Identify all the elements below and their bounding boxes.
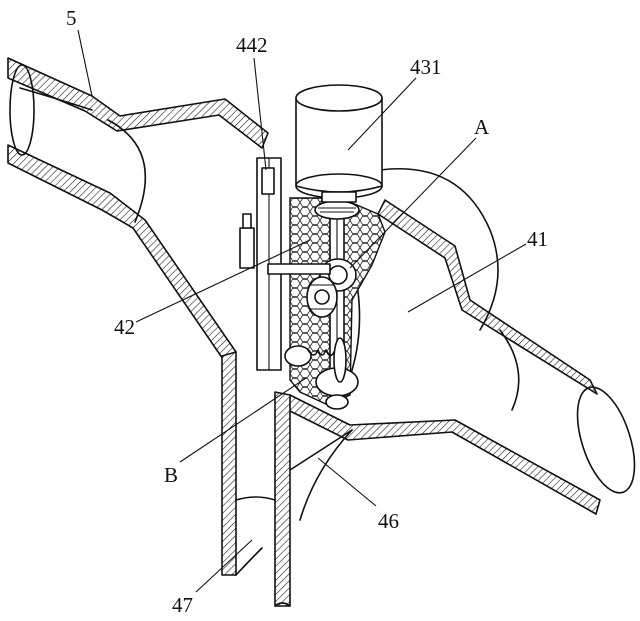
motor-collar bbox=[321, 191, 357, 203]
leader-442 bbox=[253, 57, 267, 171]
valve-body-outline bbox=[379, 168, 499, 331]
duct-right-lower-wall bbox=[283, 394, 601, 515]
main-duct bbox=[7, 57, 636, 515]
outlet-cylinder-curve bbox=[499, 329, 520, 411]
lower-nut bbox=[325, 394, 349, 410]
bracket-clip bbox=[261, 167, 275, 195]
label-detail-a: A bbox=[474, 115, 490, 139]
outlet-opening bbox=[576, 386, 636, 494]
left-clamp-screw bbox=[242, 213, 252, 229]
label-detail-b: B bbox=[164, 463, 178, 487]
motor bbox=[295, 84, 383, 203]
branch-left-wall bbox=[221, 351, 237, 576]
motor-top bbox=[295, 84, 383, 112]
label-filter-screen: 42 bbox=[114, 315, 135, 339]
branch-pipe-bottom-left bbox=[235, 547, 263, 576]
label-branch-outer: 46 bbox=[378, 509, 399, 533]
duct-right-upper-wall bbox=[377, 199, 598, 395]
branch-pipe bbox=[221, 351, 353, 607]
leader-lines bbox=[77, 29, 527, 593]
clamp-bracket bbox=[239, 157, 347, 383]
leader-5 bbox=[77, 29, 93, 97]
label-valve-body: 41 bbox=[527, 227, 548, 251]
branch-right-wall bbox=[274, 391, 291, 607]
branch-pipe-band bbox=[235, 496, 276, 501]
leader-42 bbox=[135, 239, 311, 323]
drive-shaft bbox=[306, 195, 360, 410]
label-motor: 431 bbox=[410, 55, 442, 79]
left-clamp bbox=[239, 227, 255, 269]
branch-pipe-bottom-right bbox=[274, 602, 291, 607]
side-bevel-gear bbox=[306, 276, 338, 318]
branch-join-line bbox=[289, 429, 353, 471]
leader-46 bbox=[317, 457, 377, 507]
leader-47 bbox=[195, 539, 253, 593]
label-branch-pipe: 47 bbox=[172, 593, 193, 617]
spring-coil bbox=[307, 349, 335, 357]
valve-body bbox=[344, 168, 499, 391]
inlet-opening bbox=[9, 64, 35, 156]
label-clamp-bracket: 442 bbox=[236, 33, 268, 57]
leader-41 bbox=[407, 243, 527, 313]
inlet-cylinder-curve bbox=[107, 119, 147, 223]
leader-b bbox=[179, 377, 307, 463]
inlet-inner-edge bbox=[19, 87, 93, 111]
leader-431 bbox=[347, 77, 417, 151]
cross-pin bbox=[267, 263, 331, 275]
spring-cap bbox=[284, 345, 312, 367]
duct-upper-wall bbox=[7, 57, 269, 149]
leader-a bbox=[349, 137, 477, 269]
callout-labels: 5 442 431 A 41 42 B 46 47 bbox=[66, 6, 548, 617]
upper-gear bbox=[314, 200, 360, 220]
label-main-duct: 5 bbox=[66, 6, 77, 30]
spring-end bbox=[333, 337, 347, 383]
branch-outer-curve bbox=[299, 429, 353, 521]
